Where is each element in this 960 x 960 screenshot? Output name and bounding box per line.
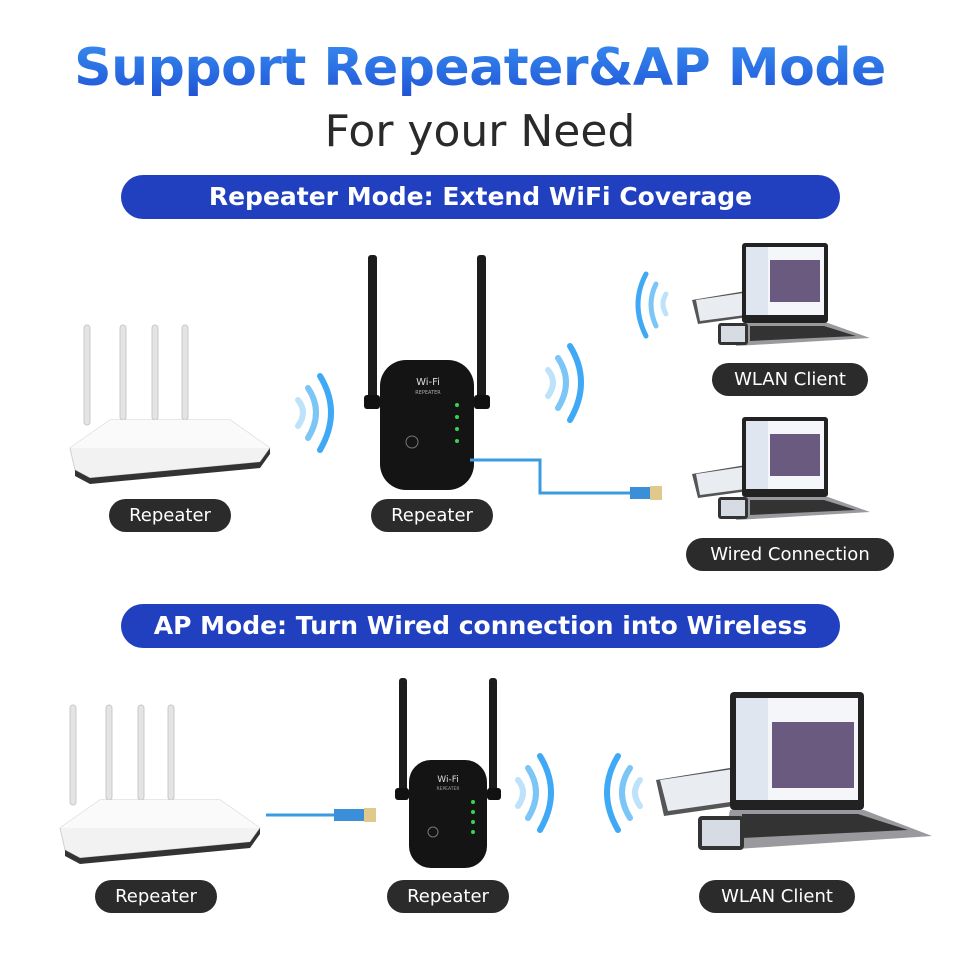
laptop-tablet-phone-icon [692,243,870,346]
wifi-extender-icon: Wi-Fi REPEATER [364,255,490,490]
wifi-signal-icon [604,753,643,833]
router-label: Repeater [95,880,217,913]
wifi-signal-icon [515,753,554,833]
wired-connection-label: Wired Connection [686,538,894,571]
wifi-signal-icon [635,271,669,339]
wlan-client-label: WLAN Client [699,880,855,913]
wlan-client-label: WLAN Client [712,363,868,396]
extender-label: Repeater [387,880,509,913]
router-icon [59,704,261,864]
laptop-tablet-phone-icon [656,692,932,850]
svg-text:Wi-Fi: Wi-Fi [437,775,458,785]
extender-label: Repeater [371,499,493,532]
page-subtitle: For your Need [324,106,636,157]
svg-text:REPEATER: REPEATER [415,390,441,396]
ap-mode-banner: AP Mode: Turn Wired connection into Wire… [121,604,840,648]
svg-text:REPEATER: REPEATER [437,786,460,792]
router-label: Repeater [109,499,231,532]
wifi-extender-icon: Wi-Fi REPEATER [395,678,501,868]
ethernet-cable-icon [470,458,662,500]
repeater-mode-banner: Repeater Mode: Extend WiFi Coverage [121,175,840,219]
page-title: Support Repeater&AP Mode [0,36,960,100]
ethernet-cable-icon [266,808,376,822]
router-icon [69,324,271,484]
svg-text:Wi-Fi: Wi-Fi [416,377,440,388]
wifi-signal-icon [295,373,334,453]
wifi-signal-icon [545,343,584,423]
laptop-tablet-phone-icon [692,417,870,520]
